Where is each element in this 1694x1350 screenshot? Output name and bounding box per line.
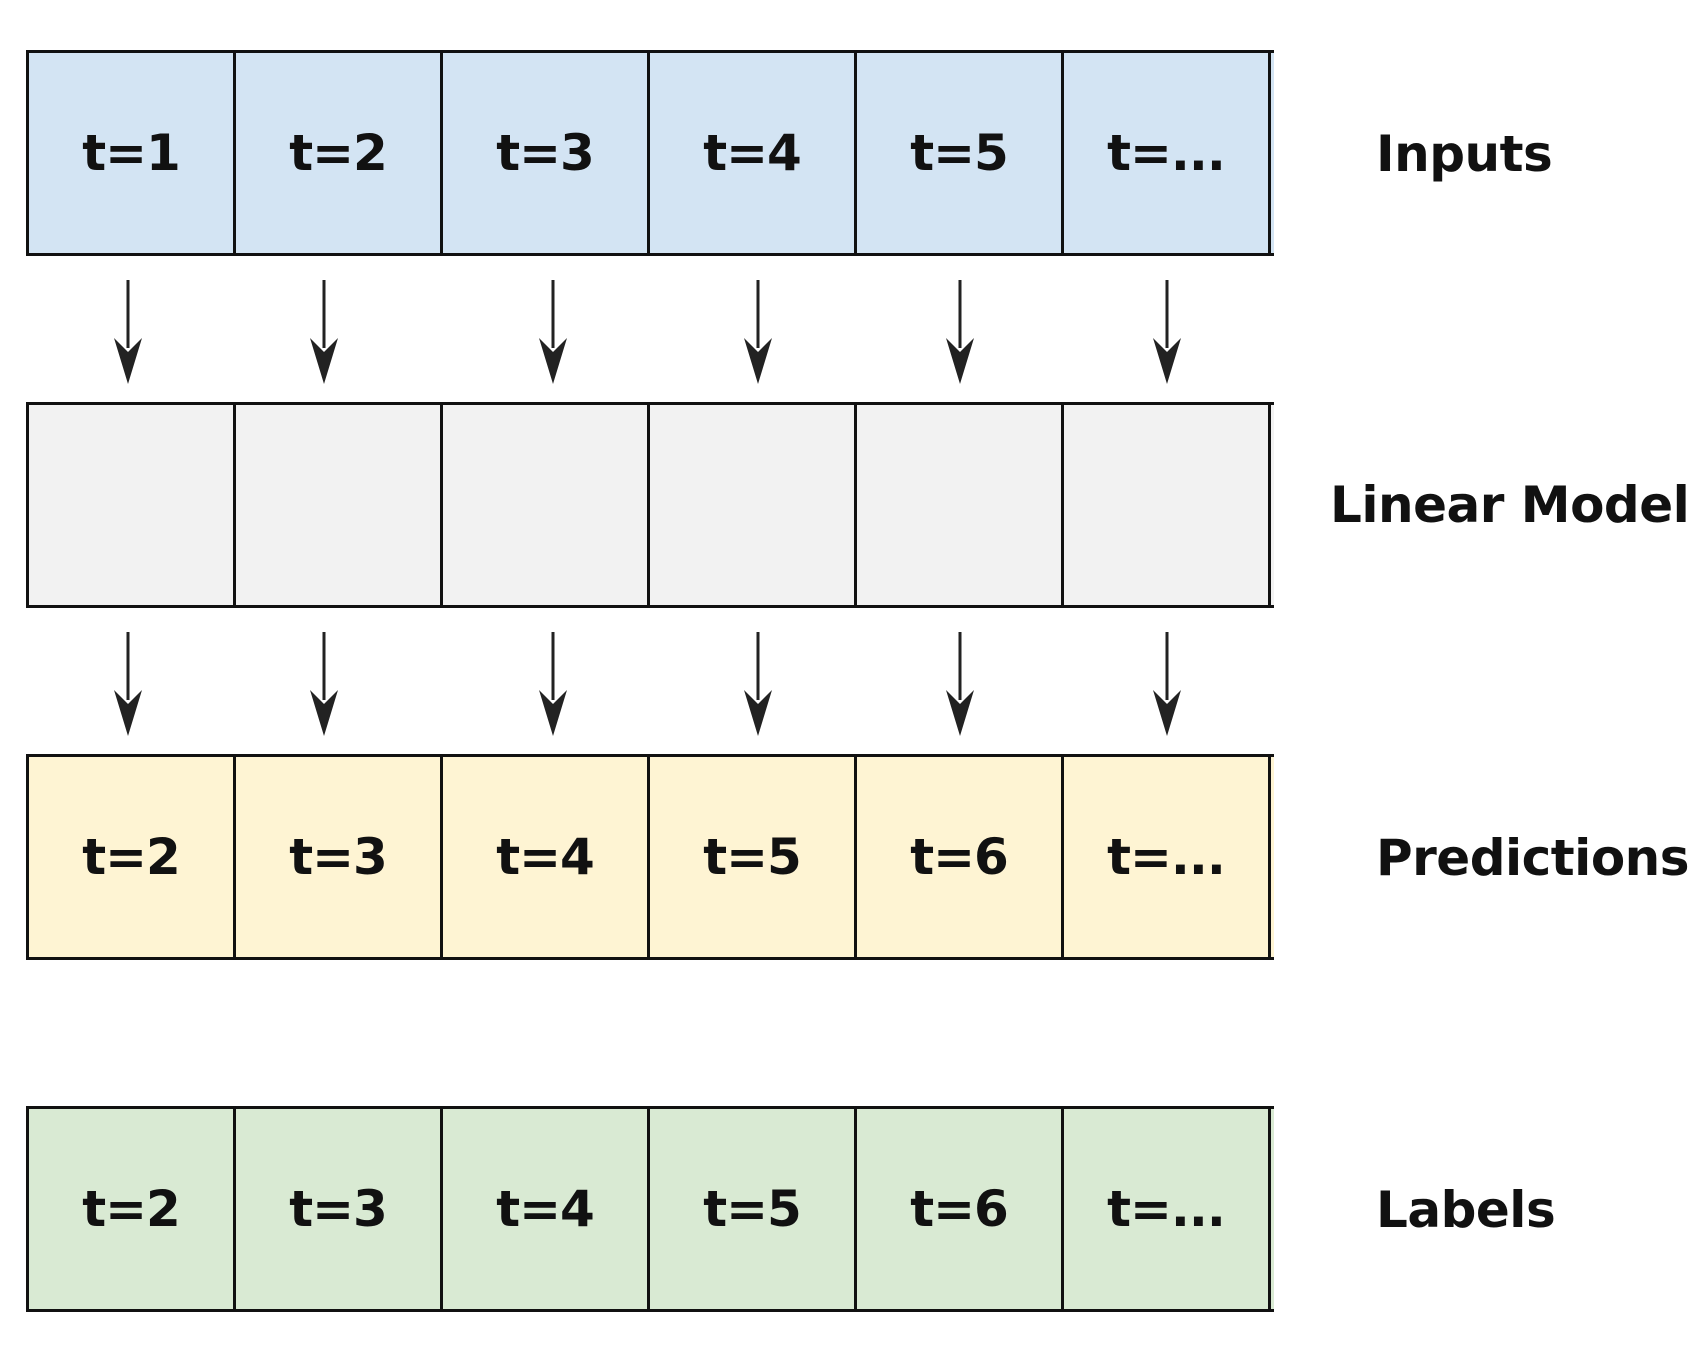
down-arrow-icon xyxy=(114,632,142,736)
model-cell xyxy=(1064,405,1271,605)
model-cell xyxy=(29,405,236,605)
arrows-inputs-to-model xyxy=(114,280,1181,384)
model-cell xyxy=(650,405,857,605)
down-arrow-icon xyxy=(310,632,338,736)
inputs-label: Inputs xyxy=(1376,125,1553,183)
model-cell xyxy=(236,405,443,605)
down-arrow-icon xyxy=(114,280,142,384)
linear-model-label: Linear Model xyxy=(1330,476,1690,534)
down-arrow-icon xyxy=(744,632,772,736)
inputs-cell: t=5 xyxy=(857,53,1064,253)
prediction-cell: t=4 xyxy=(443,757,650,957)
prediction-cell: t=... xyxy=(1064,757,1271,957)
down-arrow-icon xyxy=(1153,632,1181,736)
label-cell: t=5 xyxy=(650,1109,857,1309)
prediction-cell: t=2 xyxy=(29,757,236,957)
label-cell: t=... xyxy=(1064,1109,1271,1309)
inputs-cell: t=2 xyxy=(236,53,443,253)
inputs-cell: t=1 xyxy=(29,53,236,253)
down-arrow-icon xyxy=(744,280,772,384)
down-arrow-icon xyxy=(946,280,974,384)
prediction-cell: t=6 xyxy=(857,757,1064,957)
inputs-cell: t=... xyxy=(1064,53,1271,253)
inputs-cell: t=4 xyxy=(650,53,857,253)
label-cell: t=6 xyxy=(857,1109,1064,1309)
arrows-model-to-predictions xyxy=(114,632,1181,736)
down-arrow-icon xyxy=(310,280,338,384)
prediction-cell: t=3 xyxy=(236,757,443,957)
down-arrow-icon xyxy=(539,280,567,384)
prediction-cell: t=5 xyxy=(650,757,857,957)
model-cell xyxy=(857,405,1064,605)
predictions-row: t=2 t=3 t=4 t=5 t=6 t=... xyxy=(26,754,1274,960)
labels-label: Labels xyxy=(1376,1181,1556,1239)
label-cell: t=3 xyxy=(236,1109,443,1309)
inputs-cell: t=3 xyxy=(443,53,650,253)
down-arrow-icon xyxy=(1153,280,1181,384)
down-arrow-icon xyxy=(539,632,567,736)
linear-model-row xyxy=(26,402,1274,608)
predictions-label: Predictions xyxy=(1376,829,1690,887)
label-cell: t=2 xyxy=(29,1109,236,1309)
down-arrow-icon xyxy=(946,632,974,736)
label-cell: t=4 xyxy=(443,1109,650,1309)
inputs-row: t=1 t=2 t=3 t=4 t=5 t=... xyxy=(26,50,1274,256)
labels-row: t=2 t=3 t=4 t=5 t=6 t=... xyxy=(26,1106,1274,1312)
model-cell xyxy=(443,405,650,605)
